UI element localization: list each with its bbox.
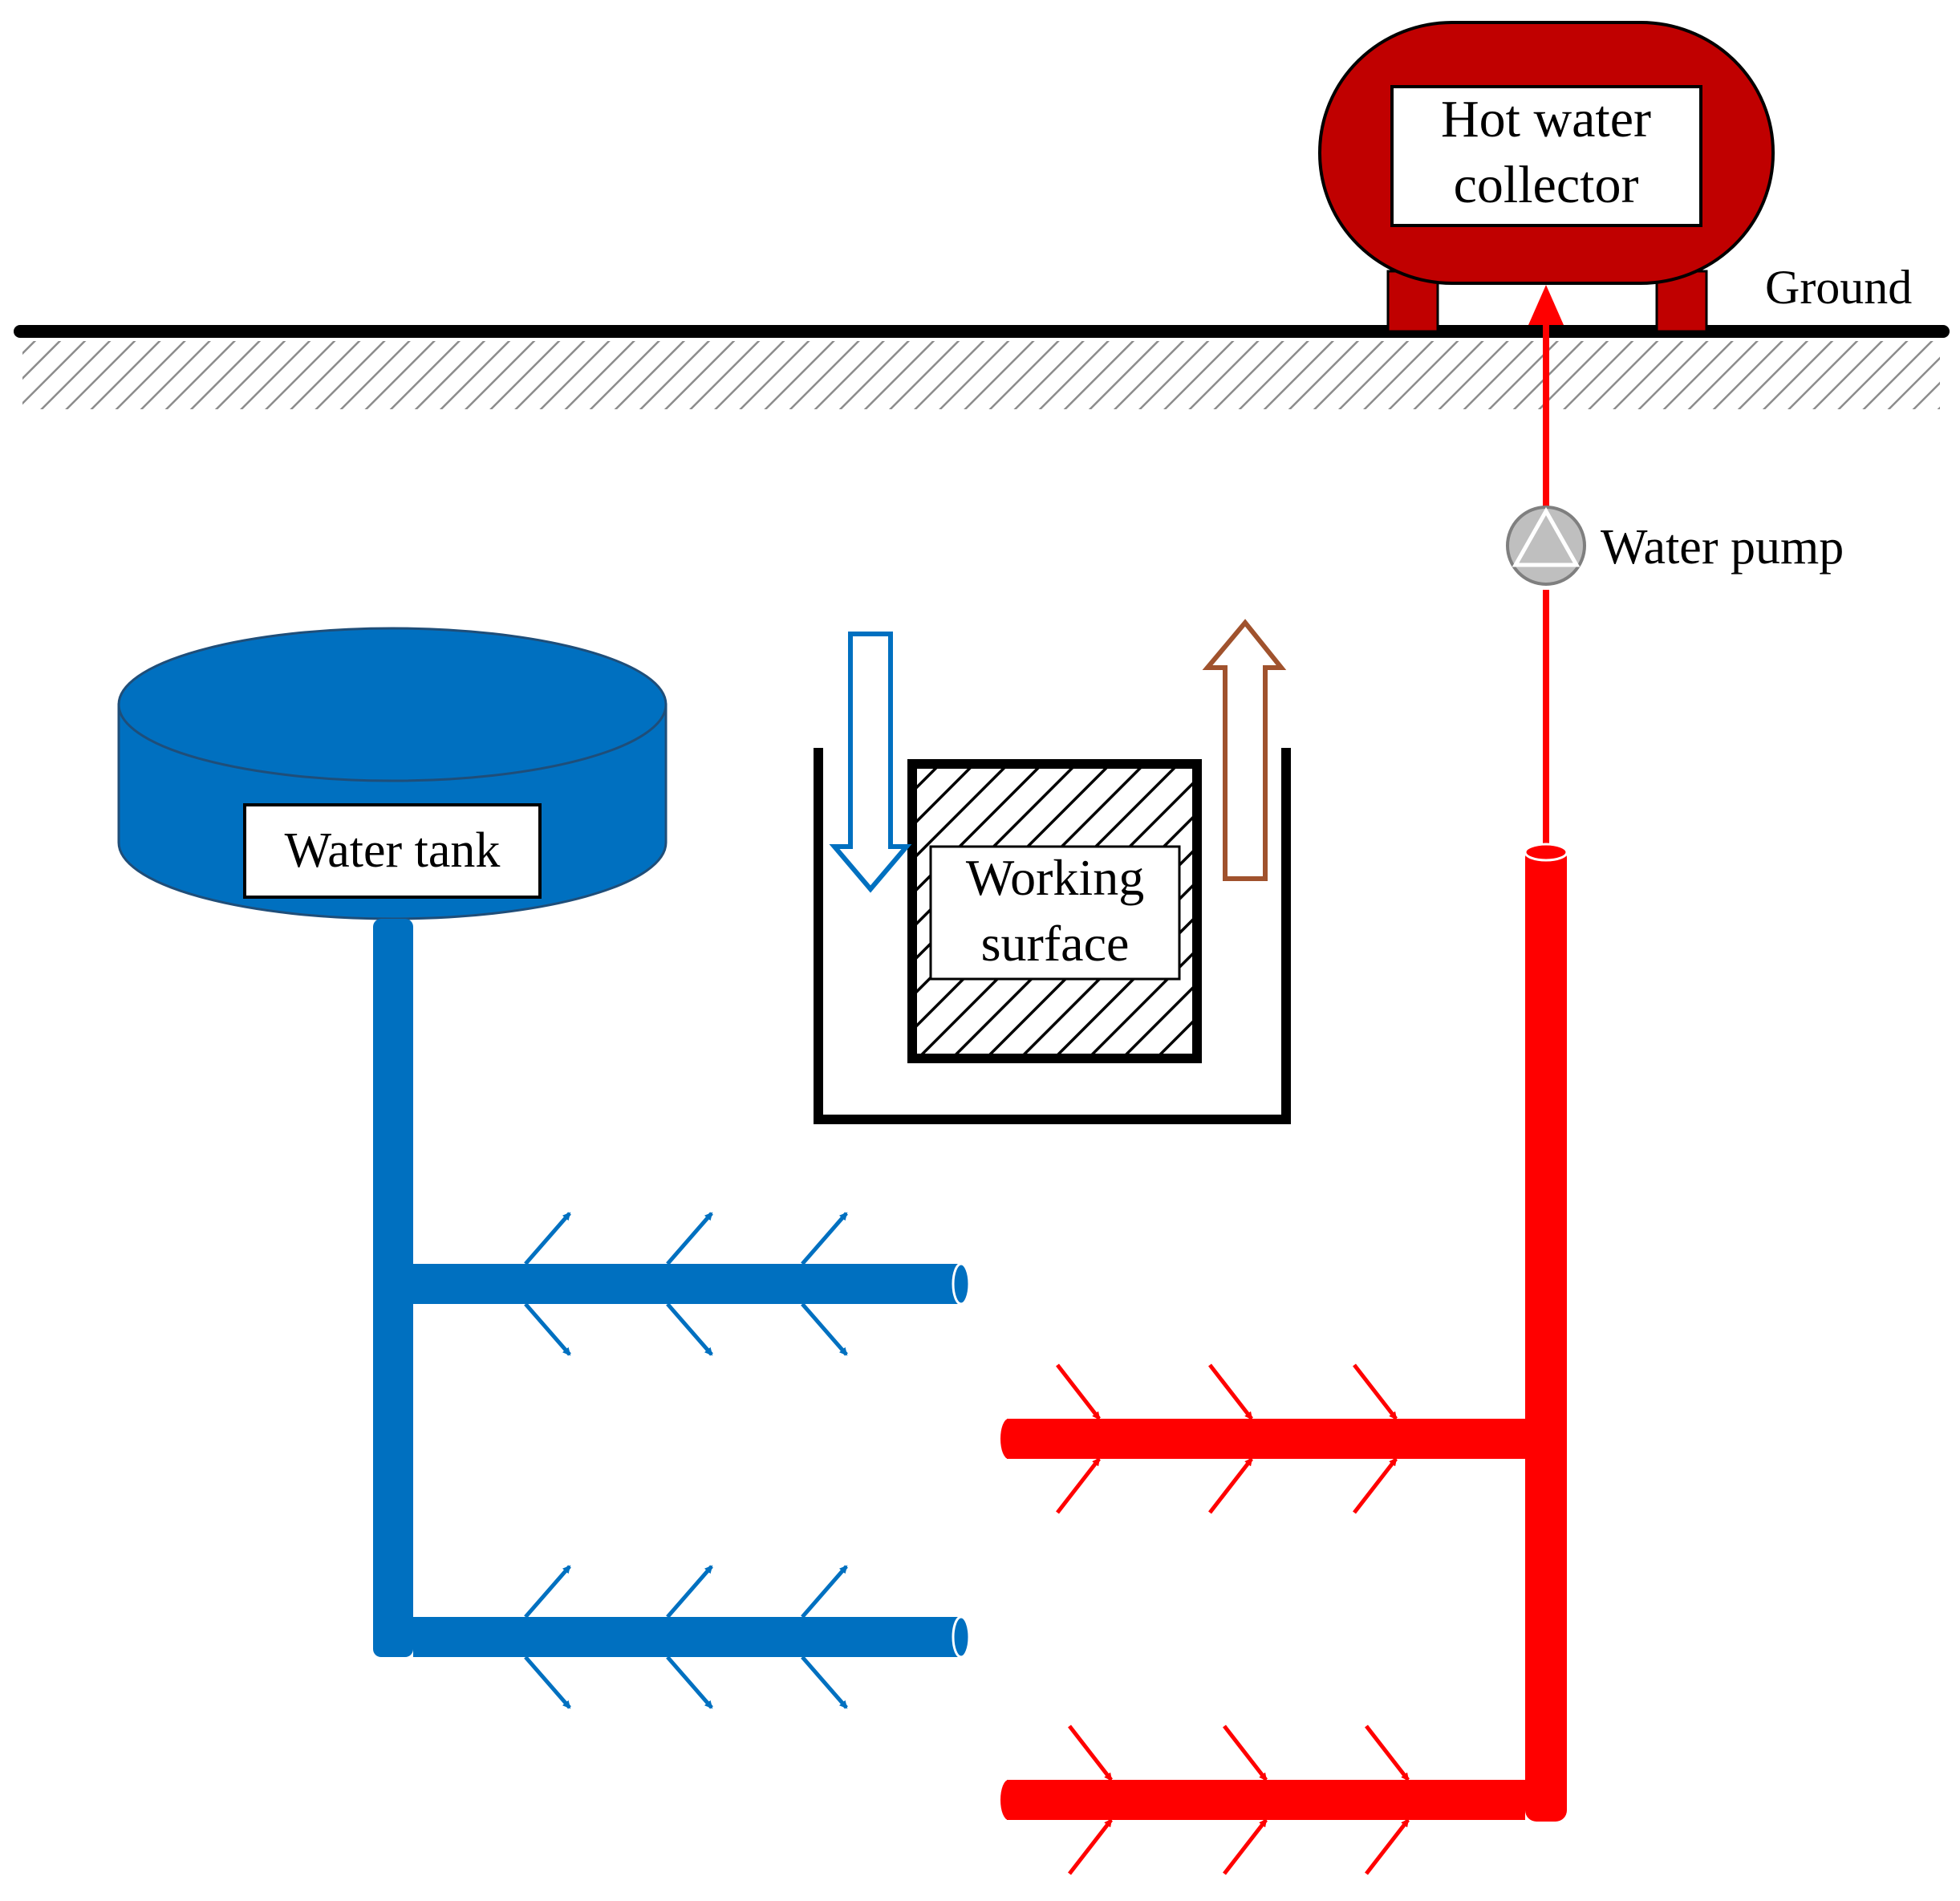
inflow-arrow-icon [1365, 1818, 1410, 1875]
cold-branch-upper-end [952, 1262, 971, 1306]
inflow-arrow-icon [1208, 1457, 1253, 1514]
working-label-line2: surface [981, 915, 1130, 972]
hot-water-collector: Hot water collector [1318, 21, 1775, 333]
inflow-arrow-icon [1056, 1457, 1101, 1514]
cold-branch-lower [413, 1617, 963, 1657]
outflow-arrow-icon [524, 1302, 571, 1356]
working-surface: Working surface [814, 619, 1291, 1124]
collector-label-line2: collector [1454, 156, 1639, 214]
pump-label: Water pump [1601, 520, 1844, 575]
inflow-arrow-icon [1223, 1818, 1268, 1875]
hot-branch-lower-end [1000, 1780, 1017, 1820]
hot-water-pipes [1000, 843, 1568, 1822]
inflow-arrow-icon [1056, 1363, 1101, 1420]
extraction-arrows [1056, 1363, 1410, 1875]
inflow-arrow-icon [1223, 1724, 1268, 1781]
water-tank: Water tank [117, 627, 668, 920]
inflow-arrow-icon [1068, 1724, 1113, 1781]
ground-label: Ground [1765, 261, 1912, 314]
injection-arrows [524, 1212, 848, 1709]
working-label-line1: Working [966, 849, 1144, 906]
pump-icon [1506, 506, 1586, 586]
cold-downpipe [373, 919, 413, 1657]
inflow-arrow-icon [1068, 1818, 1113, 1875]
working-trough [814, 748, 1291, 1124]
outflow-arrow-icon [801, 1565, 848, 1619]
cold-branch-lower-end [952, 1615, 971, 1659]
outflow-arrow-icon [801, 1655, 848, 1709]
riser-arrow-up-icon [1528, 285, 1564, 325]
warm-outflow-arrow-icon [1202, 619, 1287, 881]
outflow-arrow-icon [801, 1302, 848, 1356]
outflow-arrow-icon [666, 1655, 713, 1709]
hot-branch-upper-end [1000, 1419, 1017, 1459]
outflow-arrow-icon [524, 1565, 571, 1619]
hot-branch-lower [1007, 1780, 1525, 1820]
outflow-arrow-icon [524, 1212, 571, 1265]
cold-branch-upper [413, 1264, 963, 1304]
inflow-arrow-icon [1365, 1724, 1410, 1781]
hot-vertical-pipe [1525, 847, 1567, 1822]
outflow-arrow-icon [666, 1302, 713, 1356]
hot-vertical-pipe-top [1524, 843, 1568, 862]
hot-branch-upper [1007, 1419, 1525, 1459]
tank-top [117, 627, 668, 782]
collector-label-line1: Hot water [1441, 90, 1651, 148]
tank-label: Water tank [285, 823, 501, 878]
outflow-arrow-icon [524, 1655, 571, 1709]
inflow-arrow-icon [1208, 1363, 1253, 1420]
cold-inflow-arrow-icon [829, 632, 912, 893]
inflow-arrow-icon [1353, 1363, 1398, 1420]
outflow-arrow-icon [666, 1212, 713, 1265]
inflow-arrow-icon [1353, 1457, 1398, 1514]
outflow-arrow-icon [666, 1565, 713, 1619]
cold-water-pipes [373, 919, 971, 1659]
tank-label-box [243, 803, 542, 899]
ground-hatch [22, 341, 1940, 409]
hot-water-riser: Water pump [1506, 285, 1844, 851]
collector-label-box [1390, 85, 1702, 227]
working-label-box [929, 845, 1181, 981]
outflow-arrow-icon [801, 1212, 848, 1265]
